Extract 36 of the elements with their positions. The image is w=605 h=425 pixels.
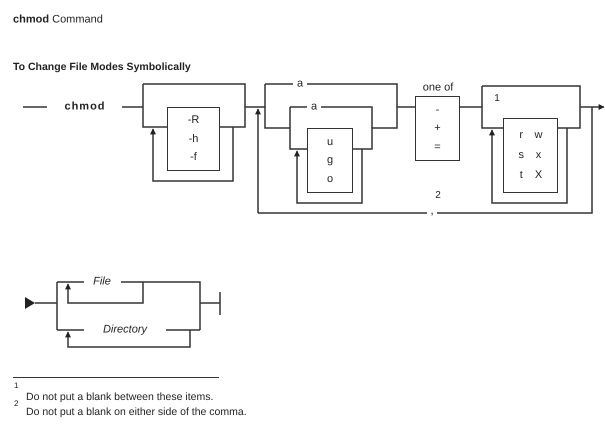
- choice-box: [415, 96, 460, 161]
- choice-caption: one of: [422, 82, 454, 94]
- track-line: [220, 106, 307, 150]
- footnote-mark: 1: [14, 382, 18, 390]
- option-text: t: [520, 170, 523, 182]
- option-text: -f: [190, 152, 197, 163]
- option-text: +: [434, 123, 441, 134]
- footnote-text: Do not put a blank on either side of the comma.: [26, 406, 247, 418]
- option-text: X: [534, 170, 542, 182]
- footnote-text: Do not put a blank between these items.: [26, 392, 214, 402]
- subtitle: To Change File Modes Symbolically: [13, 62, 191, 72]
- option-text: -R: [188, 115, 200, 126]
- choice-box: [307, 128, 353, 193]
- parameter-text: Directory: [101, 324, 149, 336]
- option-text: a: [294, 78, 306, 90]
- diagram-title: chmod Command: [13, 14, 103, 26]
- footnote-mark: 1: [494, 94, 500, 104]
- option-text: a: [308, 102, 320, 112]
- option-text: =: [434, 142, 441, 152]
- option-text: u: [326, 136, 334, 148]
- separator-text: ,: [430, 204, 434, 216]
- option-text: w: [534, 130, 542, 141]
- track-line: [353, 106, 415, 150]
- footnote-mark: 2: [435, 191, 441, 201]
- choice-box: [503, 118, 558, 193]
- parameter-text: File: [91, 276, 113, 288]
- option-text: o: [326, 174, 334, 184]
- footnote-mark: 2: [14, 400, 18, 408]
- track-line: [460, 106, 503, 129]
- option-text: -: [436, 104, 440, 116]
- option-text: s: [518, 150, 524, 161]
- choice-box: [167, 107, 220, 171]
- option-text: x: [536, 150, 542, 161]
- option-text: -h: [188, 134, 198, 144]
- option-text: r: [519, 130, 524, 141]
- option-text: g: [326, 155, 334, 166]
